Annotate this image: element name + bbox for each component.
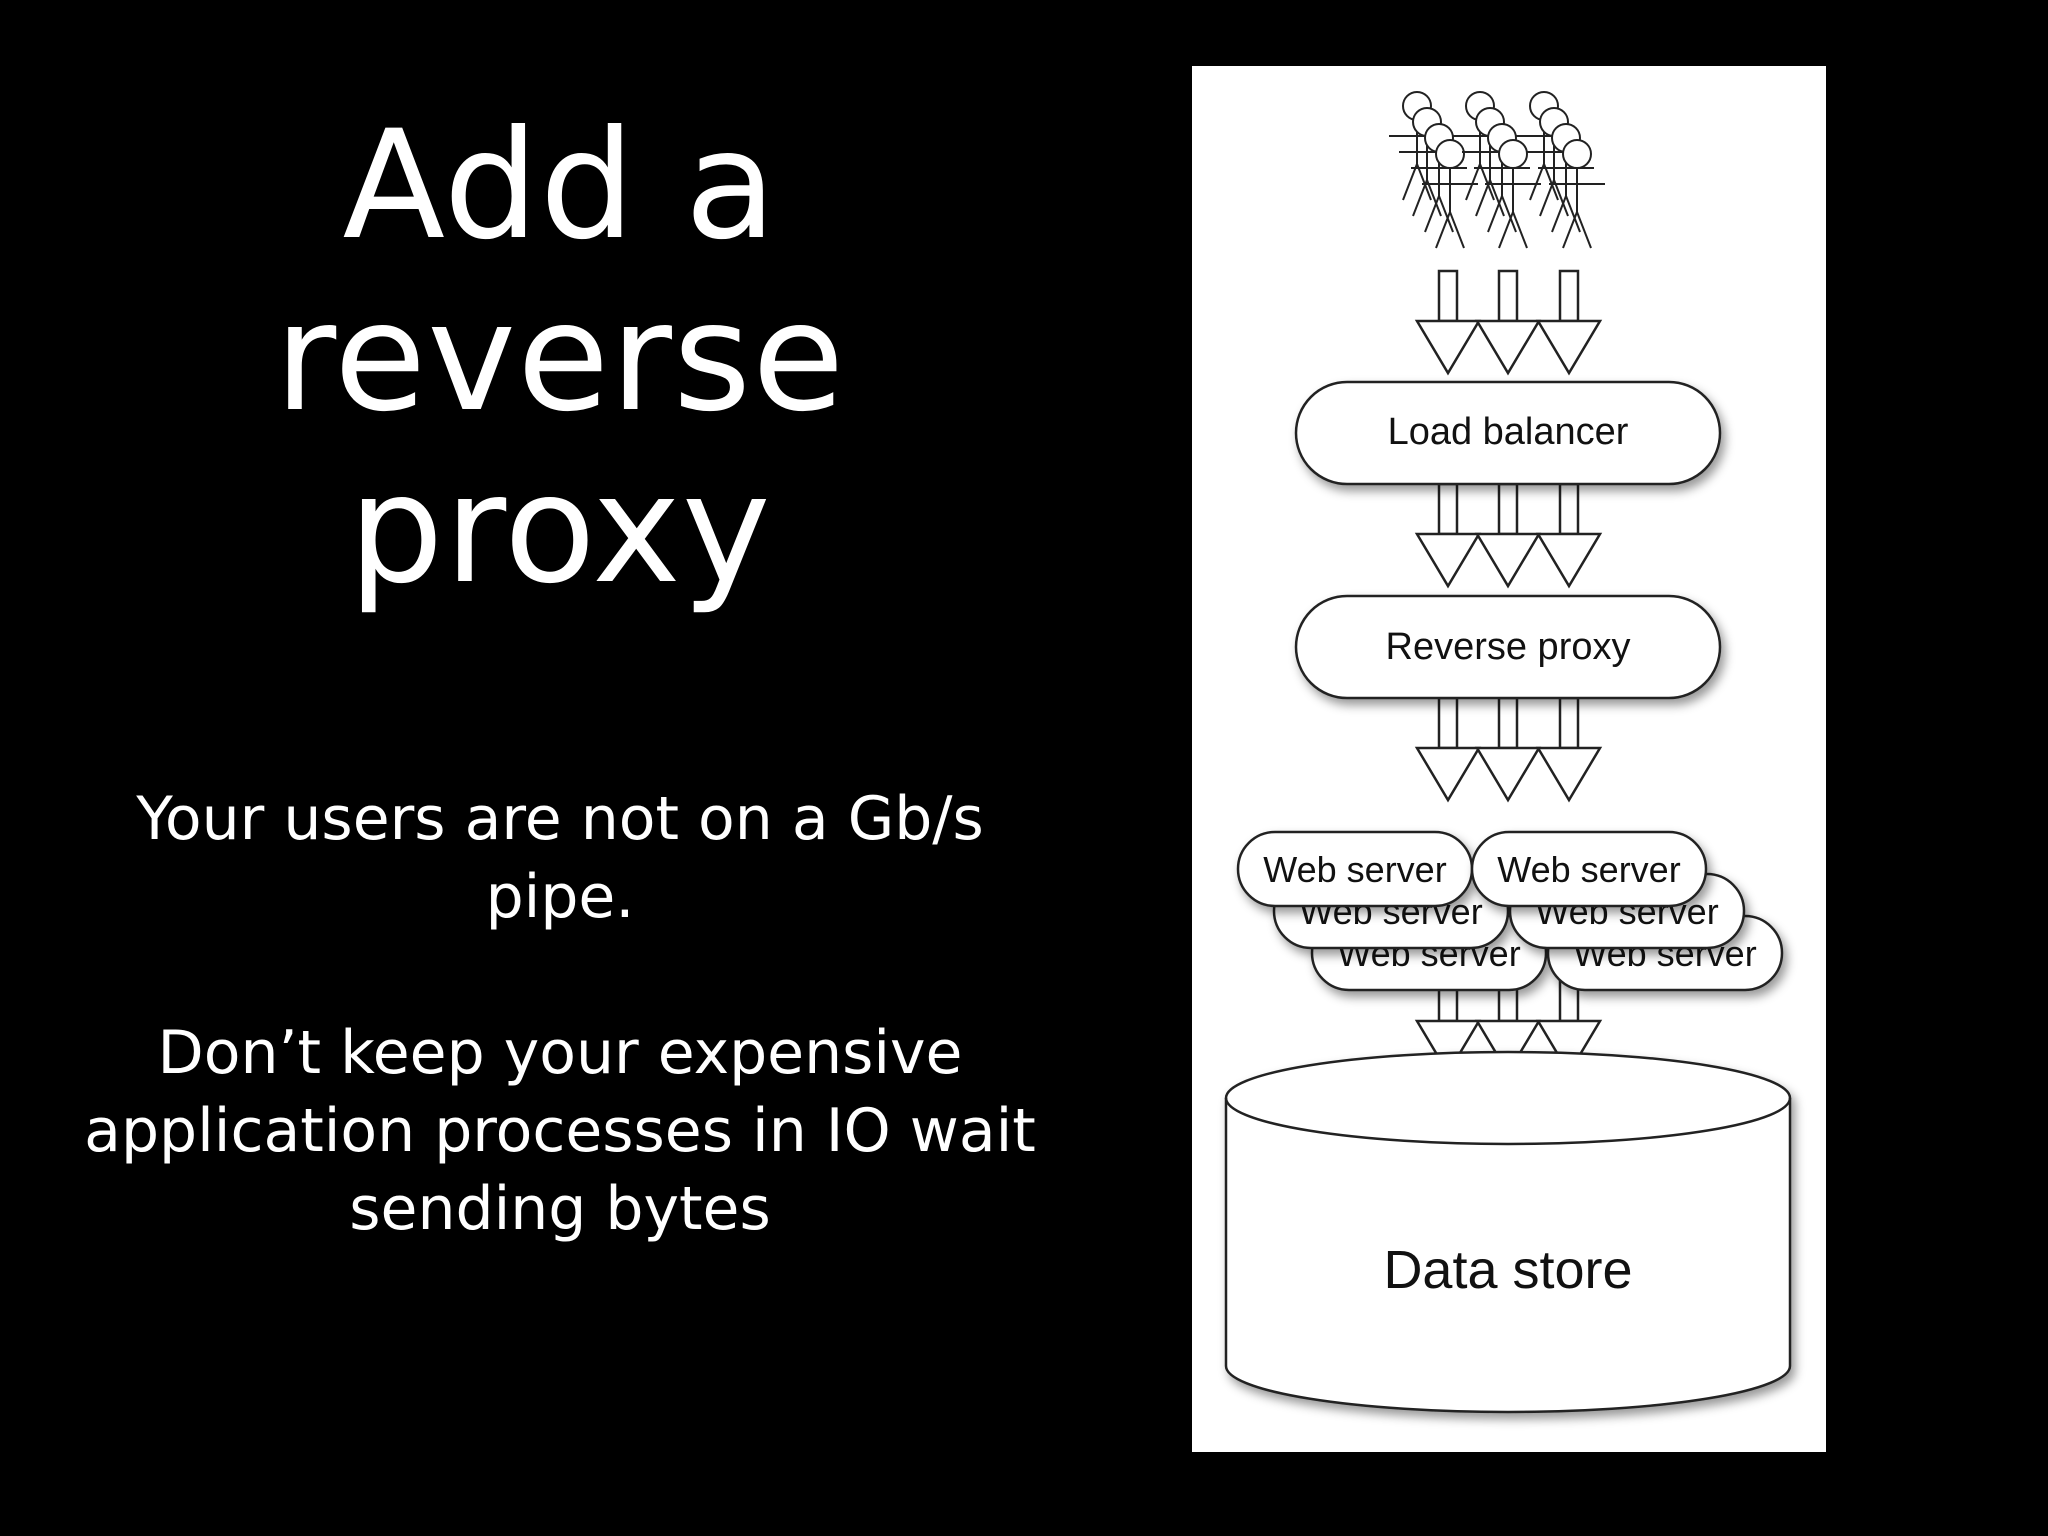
data-store-cylinder-icon (1224, 1050, 1792, 1414)
paragraph-io-wait: Don’t keep your expensive application pr… (60, 1014, 1060, 1248)
flow-arrow-icon (1536, 696, 1602, 802)
arrows-load-balancer-to-reverse-proxy (1415, 482, 1602, 588)
paragraph-io-wait-line-1: Don’t keep your expensive (157, 1018, 963, 1088)
slide-title: Add a reverse proxy (60, 100, 1060, 616)
data-store-label: Data store (1383, 1240, 1632, 1300)
paragraph-io-wait-line-2: application processes in IO wait (84, 1096, 1036, 1166)
web-server-label: Web server (1263, 849, 1446, 890)
flow-arrow-icon (1475, 482, 1541, 588)
arrows-reverse-proxy-to-web-servers (1415, 696, 1602, 802)
architecture-diagram: Load balancer Reverse proxy Web server W… (1192, 66, 1826, 1452)
web-server-label: Web server (1497, 849, 1680, 890)
paragraph-bandwidth-line-2: pipe. (485, 862, 635, 932)
flow-arrow-icon (1536, 482, 1602, 588)
flow-arrow-icon (1415, 696, 1481, 802)
paragraph-bandwidth: Your users are not on a Gb/s pipe. (60, 780, 1060, 936)
slide-title-line-1: Add a reverse (274, 99, 846, 445)
paragraph-bandwidth-line-1: Your users are not on a Gb/s (136, 784, 984, 854)
flow-arrow-icon (1415, 269, 1481, 375)
diagram-canvas: Load balancer Reverse proxy Web server W… (1224, 91, 1792, 1414)
slide-title-line-2: proxy (348, 443, 772, 617)
arrows-users-to-load-balancer (1415, 269, 1602, 375)
load-balancer-node (1294, 380, 1722, 486)
stick-figure-crowd-icon (1388, 91, 1606, 249)
reverse-proxy-node (1294, 594, 1722, 700)
web-server-node (1470, 830, 1708, 908)
paragraph-io-wait-line-3: sending bytes (349, 1174, 771, 1244)
flow-arrow-icon (1415, 482, 1481, 588)
flow-arrow-icon (1475, 696, 1541, 802)
reverse-proxy-label: Reverse proxy (1386, 626, 1631, 668)
load-balancer-label: Load balancer (1388, 411, 1629, 453)
flow-arrow-icon (1536, 269, 1602, 375)
slide-body: Your users are not on a Gb/s pipe. Don’t… (60, 780, 1060, 1248)
flow-arrow-icon (1475, 269, 1541, 375)
